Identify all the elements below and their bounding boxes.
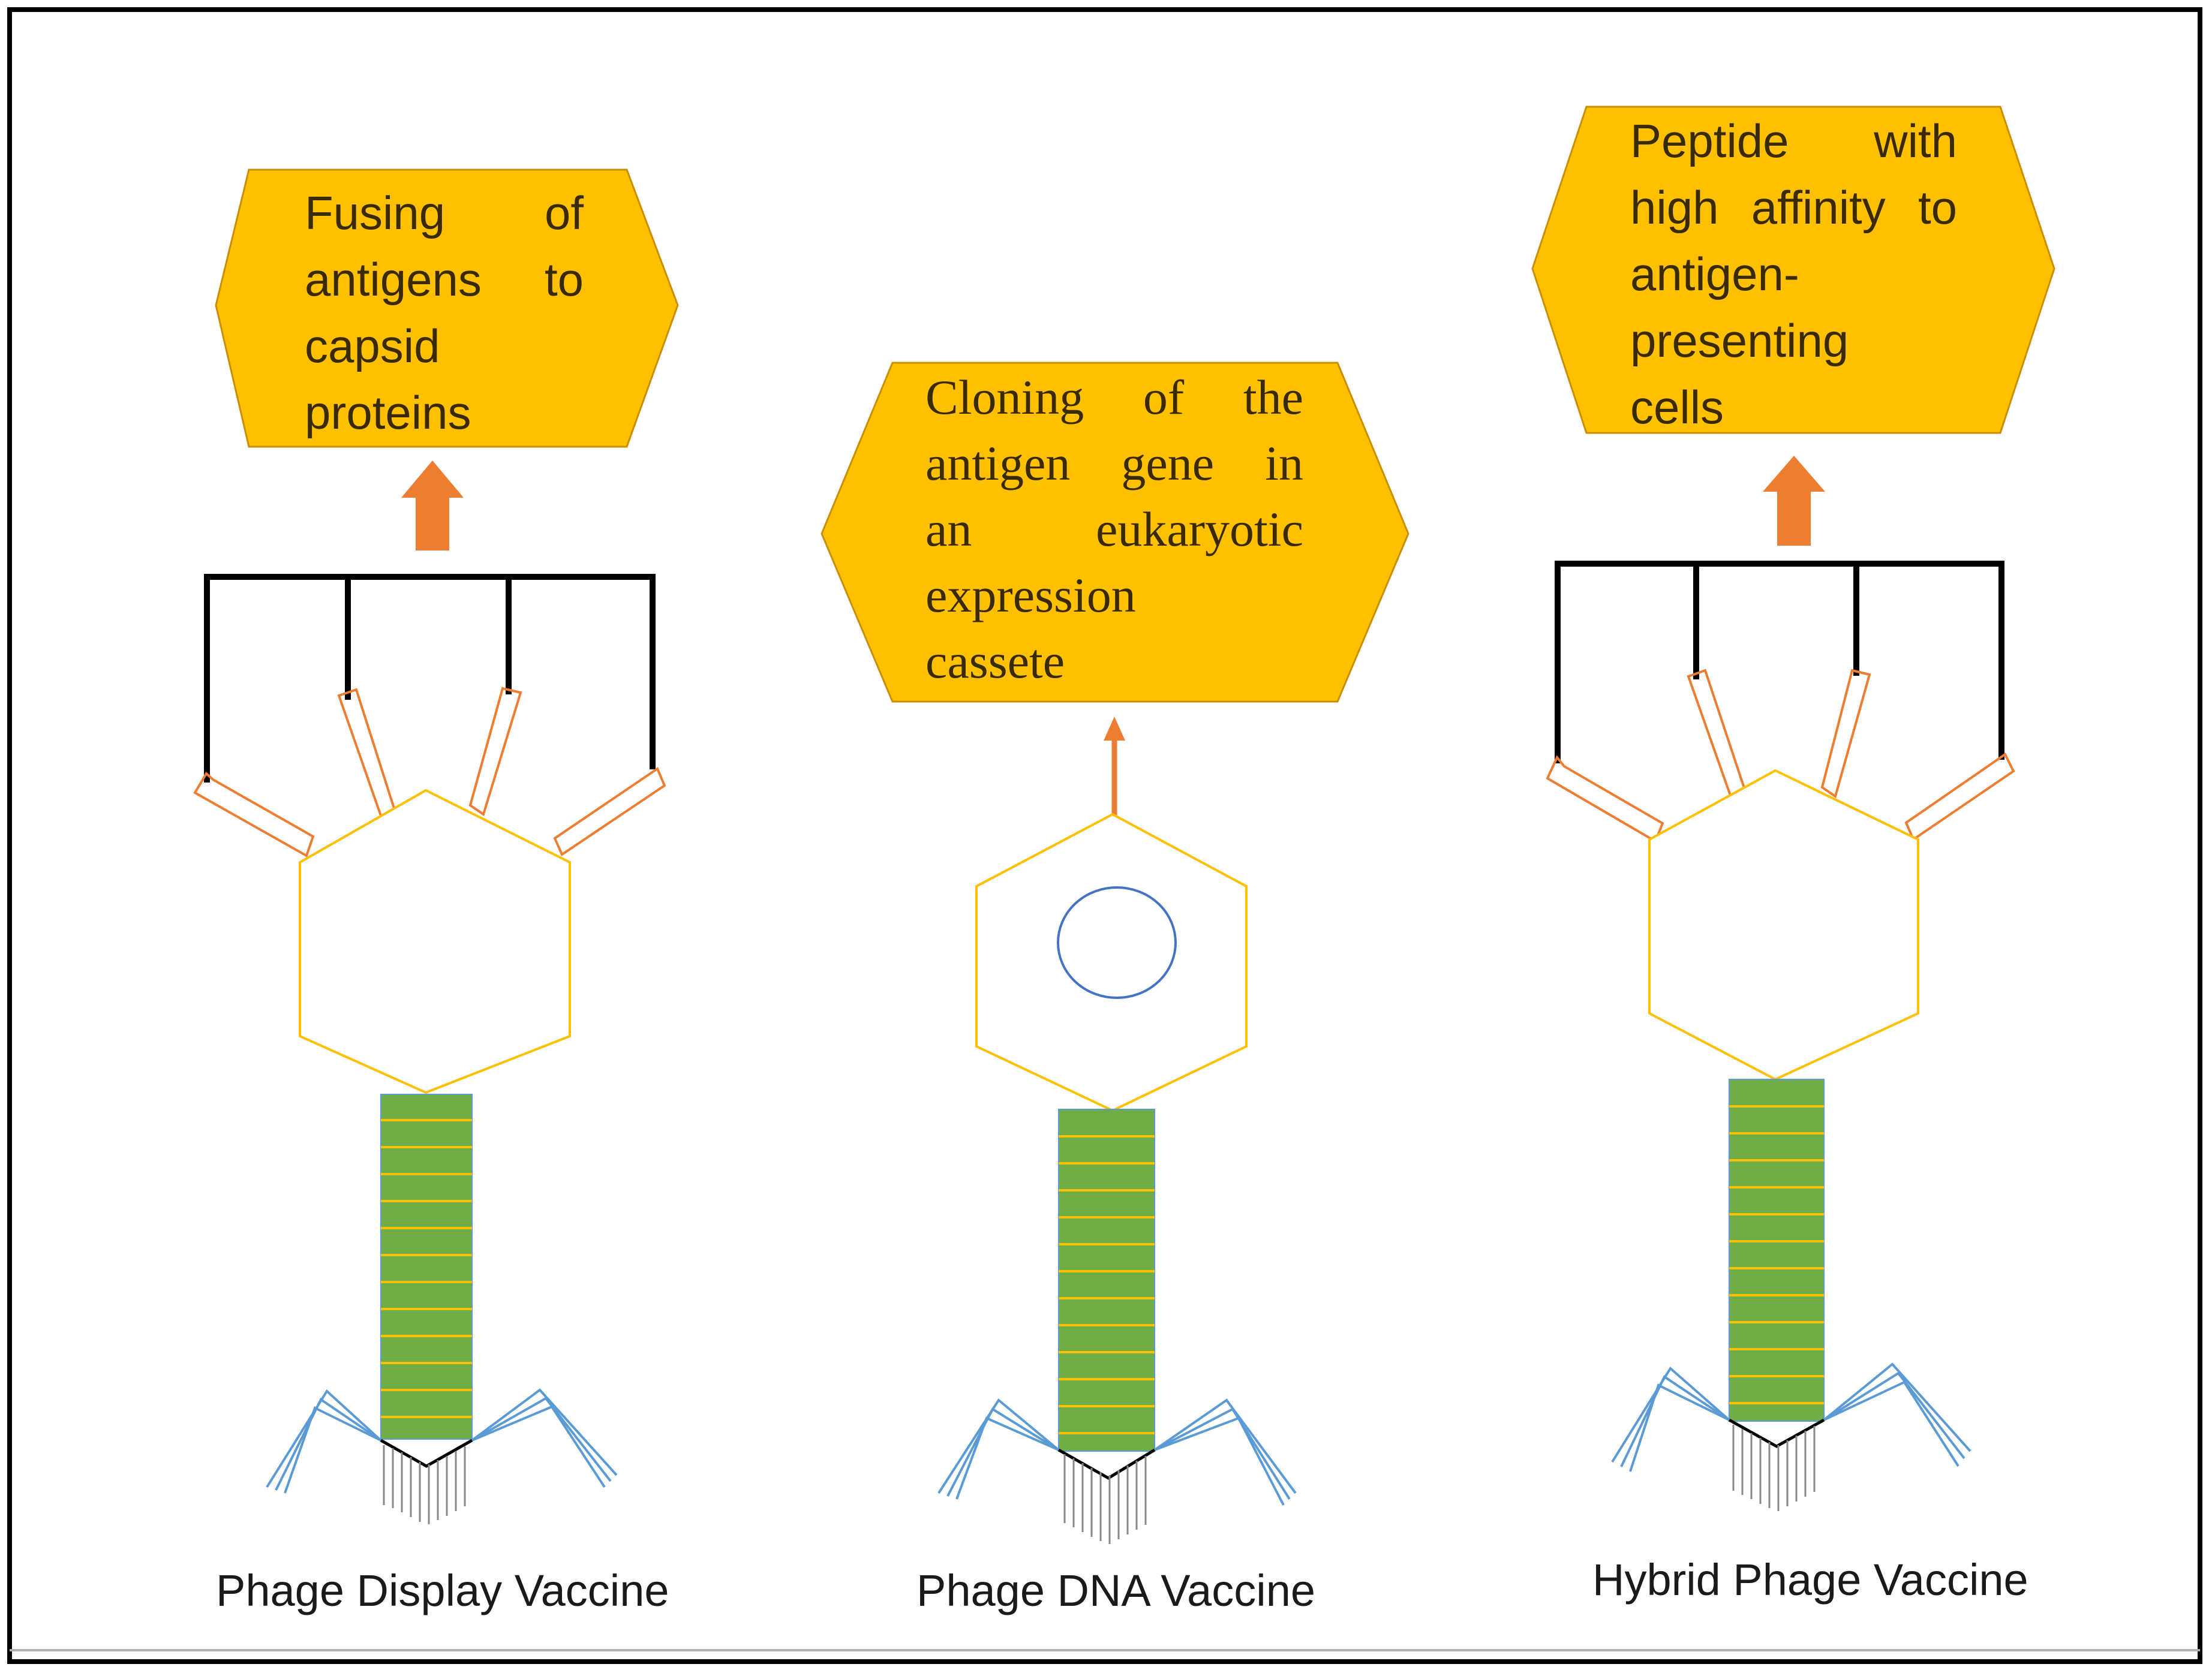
phage-tail	[380, 1094, 473, 1440]
description-line: cassete	[925, 634, 1065, 688]
description-text-hybrid-phage: Peptide with high affinity to antigen- p…	[1630, 108, 1957, 441]
description-line: antigen gene in	[925, 436, 1303, 491]
tail-legs	[1611, 1362, 1971, 1472]
description-line: high affinity to	[1630, 181, 1957, 234]
tail-pins	[1063, 1454, 1147, 1544]
phage-capsid	[1648, 769, 1919, 1081]
caption-phage-display: Phage Display Vaccine	[216, 1566, 669, 1615]
description-line: capsid	[305, 320, 440, 372]
description-line: proteins	[305, 386, 471, 439]
description-hexagon	[215, 168, 679, 448]
description-hexagon	[1531, 106, 2055, 434]
tail-fibers	[204, 574, 656, 783]
description-line: cells	[1630, 381, 1724, 434]
tail-legs	[266, 1388, 618, 1494]
phage-capsid	[299, 789, 571, 1094]
baseplate	[1728, 1418, 1825, 1448]
panel-phage-dna	[821, 362, 1409, 1544]
tail-fibers	[1555, 561, 2004, 763]
panel-phage-display	[193, 168, 679, 1524]
baseplate	[1057, 1448, 1156, 1480]
tail-legs	[937, 1398, 1297, 1506]
caption-phage-dna: Phage DNA Vaccine	[916, 1566, 1316, 1615]
up-arrow	[1763, 456, 1825, 546]
dna-ring	[1057, 886, 1177, 999]
description-line: expression	[925, 568, 1136, 622]
description-line: antigens to	[305, 253, 584, 306]
figure-frame	[7, 7, 2202, 1664]
phage-tail	[1058, 1109, 1155, 1452]
tail-pins	[1732, 1425, 1816, 1511]
description-text-phage-display: Fusing of antigens to capsid proteins	[305, 180, 584, 446]
description-line: Cloning of the	[925, 370, 1303, 425]
description-line: an eukaryotic	[925, 502, 1303, 556]
phage-capsid	[975, 813, 1248, 1112]
description-line: antigen-	[1630, 248, 1799, 300]
panel-hybrid-phage	[1531, 106, 2055, 1511]
tail-pins	[383, 1445, 466, 1524]
up-arrow	[401, 461, 464, 550]
description-hexagon	[821, 362, 1409, 703]
description-text-phage-dna: Cloning of the antigen gene in an eukary…	[925, 365, 1303, 694]
description-line: Fusing of	[305, 186, 584, 239]
baseplate	[380, 1439, 473, 1468]
description-line: Peptide with	[1630, 115, 1957, 167]
phage-tail	[1729, 1079, 1825, 1422]
caption-hybrid-phage: Hybrid Phage Vaccine	[1592, 1555, 2028, 1605]
description-line: presenting	[1630, 314, 1849, 367]
